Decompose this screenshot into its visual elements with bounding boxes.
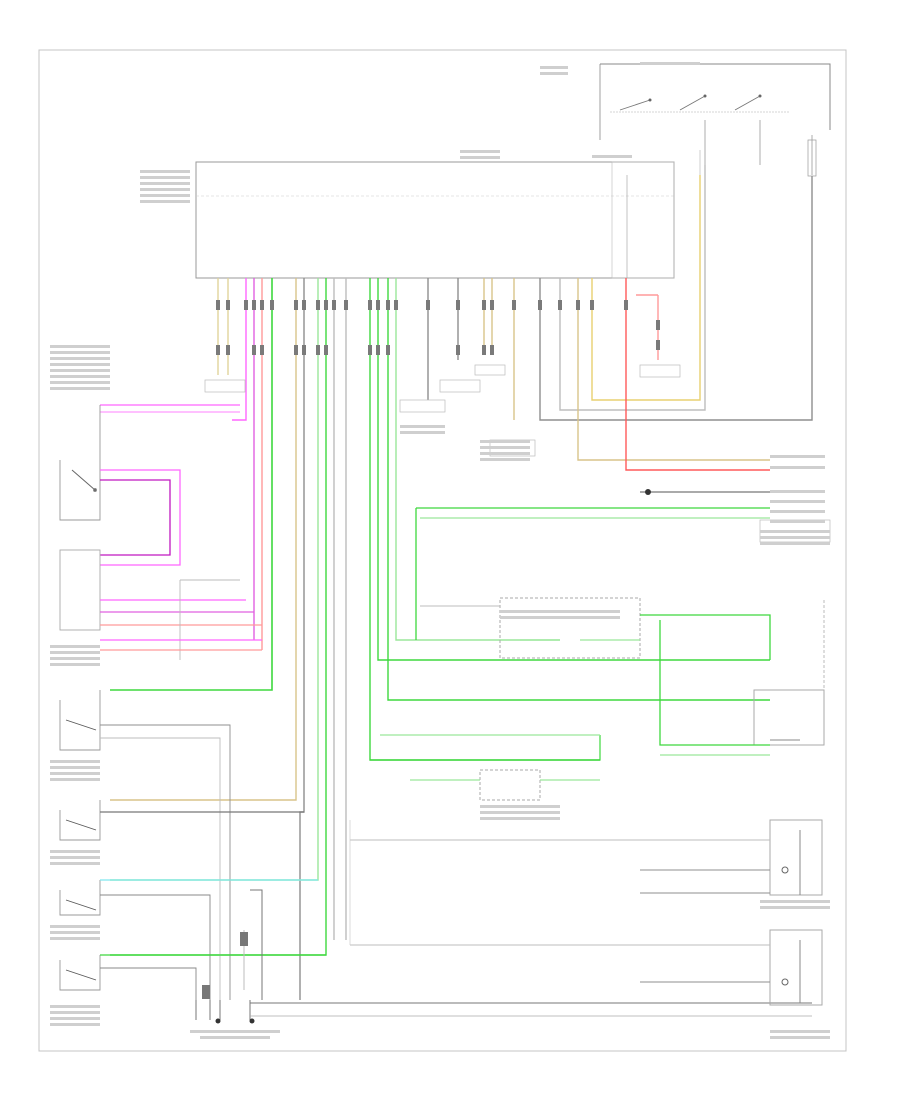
body-control-module: [195, 150, 701, 279]
bcm-wire-bundle: [110, 165, 813, 1000]
right-side-circuits: [349, 489, 825, 1006]
left-switch-column: [59, 404, 262, 660]
ignition-switch-area: [599, 63, 831, 177]
diagram-border: [38, 49, 847, 1052]
connector-markers: [216, 300, 660, 355]
label-blocks: [50, 62, 830, 1039]
lower-switches: [59, 690, 326, 1000]
ground-splice: [195, 889, 812, 1024]
